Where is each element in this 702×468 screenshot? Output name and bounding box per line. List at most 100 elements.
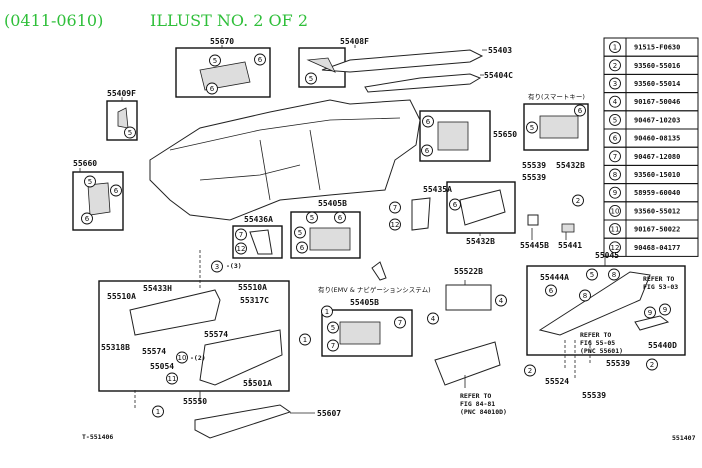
parts-table-number: 2 xyxy=(613,62,617,70)
box-55432b xyxy=(446,181,516,234)
callout: 5 xyxy=(213,57,217,65)
label-qty-2: -(2) xyxy=(190,354,206,362)
date-range: (0411-0610) xyxy=(4,11,103,30)
callout-circle xyxy=(235,228,247,241)
callout: 6 xyxy=(338,214,343,222)
callout: 6 xyxy=(453,201,458,209)
callout-circle xyxy=(294,226,306,239)
parts-table-part-number: 90167-50022 xyxy=(634,226,680,234)
label-55539-c: 55539 xyxy=(606,359,630,368)
callout: 2 xyxy=(576,197,580,205)
parts-table-part-number: 90468-04177 xyxy=(634,244,680,252)
label-55317c: 55317C xyxy=(240,296,269,305)
callout: 12 xyxy=(237,245,246,253)
box-55660 xyxy=(72,171,124,231)
parts-table-part-number: 93560-55014 xyxy=(634,80,680,88)
refer-53-line2: FIG 53-03 xyxy=(643,283,678,291)
parts-table-row: 4 90167-50046 xyxy=(603,92,699,112)
label-55650: 55650 xyxy=(493,130,517,139)
callout: 10 xyxy=(178,354,187,362)
callout-circle xyxy=(176,351,188,364)
callout: 2 xyxy=(650,361,654,369)
callout: 5 xyxy=(309,75,313,83)
label-55445b: 55445B xyxy=(520,241,549,250)
part-55405b xyxy=(309,227,351,251)
part-55436a xyxy=(249,229,273,255)
box-55045 xyxy=(526,265,686,356)
callout-circle xyxy=(254,53,266,66)
callout-circle xyxy=(421,144,433,157)
box-55650 xyxy=(419,110,491,162)
callout-circle xyxy=(84,175,96,188)
callout: 5 xyxy=(298,229,302,237)
label-55510a-b: 55510A xyxy=(107,292,136,301)
parts-table-number: 8 xyxy=(613,171,617,179)
callout: 6 xyxy=(549,287,554,295)
refer-55-line2: FIG 55-05 xyxy=(580,339,615,347)
label-55574: 55574 xyxy=(204,330,228,339)
parts-table-number: 11 xyxy=(611,226,620,234)
label-55524: 55524 xyxy=(545,377,569,386)
callout-circle xyxy=(609,186,621,199)
part-55607 xyxy=(194,404,292,439)
callout-circle xyxy=(609,132,621,145)
arrow-icon xyxy=(371,261,387,281)
label-55444a: 55444A xyxy=(540,273,569,282)
label-55318b: 55318B xyxy=(101,343,130,352)
label-55539: 55539 xyxy=(522,161,546,170)
part-55650 xyxy=(437,121,469,151)
callout-circle xyxy=(296,241,308,254)
part-55408f xyxy=(306,57,336,73)
callout-circle xyxy=(609,150,621,163)
part-55432b xyxy=(459,189,506,226)
callout-circle xyxy=(110,184,122,197)
part-55522b xyxy=(445,284,492,311)
label-55435a: 55435A xyxy=(423,185,452,194)
parts-table-number: 4 xyxy=(613,98,618,106)
parts-table-part-number: 90167-50046 xyxy=(634,98,680,106)
callout-circle xyxy=(394,316,406,329)
callout: 8 xyxy=(583,292,587,300)
callout-circle xyxy=(299,333,311,346)
callout-circle xyxy=(211,260,223,273)
callout: 1 xyxy=(156,408,160,416)
parts-table-number: 1 xyxy=(613,44,617,52)
callout: 5 xyxy=(530,124,534,132)
callout: 3 xyxy=(215,263,219,271)
callout: 7 xyxy=(393,204,397,212)
parts-table-number: 7 xyxy=(613,153,617,161)
part-55660 xyxy=(87,182,111,216)
part-55441 xyxy=(561,223,575,233)
callout-circle xyxy=(389,218,401,231)
callout-circle xyxy=(327,339,339,352)
diagram-id-right: 551407 xyxy=(672,434,696,442)
callout-circle xyxy=(306,211,318,224)
callout-circle xyxy=(235,242,247,255)
callout: 5 xyxy=(310,214,314,222)
callout-circle xyxy=(572,194,584,207)
callout-circle xyxy=(495,294,507,307)
callout-circle xyxy=(609,113,621,126)
callout: 2 xyxy=(528,367,532,375)
callout: 6 xyxy=(300,244,305,252)
label-55054: 55054 xyxy=(150,362,174,371)
illust-number: ILLUST NO. 2 OF 2 xyxy=(150,11,308,30)
box-55405b xyxy=(290,211,361,259)
label-55404c: 55404C xyxy=(484,71,513,80)
parts-table-part-number: 93560-15010 xyxy=(634,171,680,179)
part-55405b-nav xyxy=(339,321,381,345)
parts-table-number: 9 xyxy=(613,189,617,197)
callout-circle xyxy=(81,212,93,225)
parts-table-row: 8 93560-15010 xyxy=(603,164,699,185)
callout-circle xyxy=(545,284,557,297)
callout: 1 xyxy=(325,308,329,316)
callout-circle xyxy=(609,241,621,254)
part-55403 xyxy=(321,49,484,73)
callout: 7 xyxy=(331,342,335,350)
